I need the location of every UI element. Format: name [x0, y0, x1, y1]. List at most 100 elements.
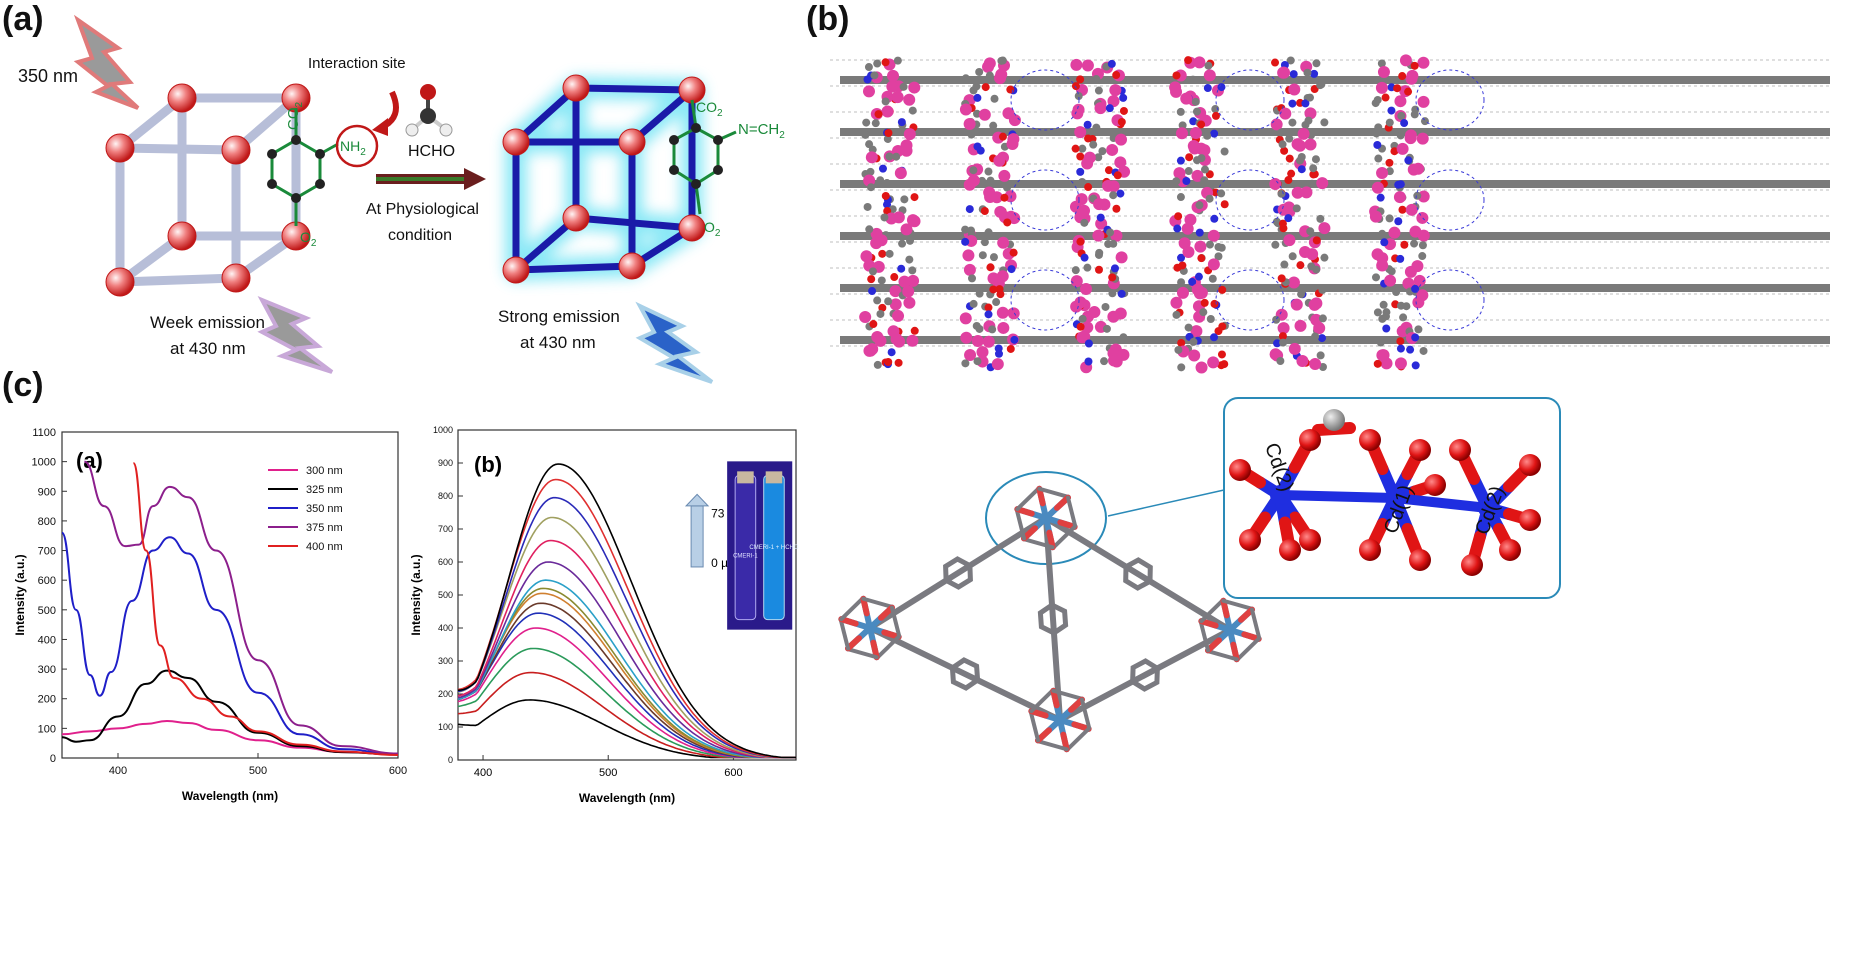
- y-tick-label: 1000: [32, 457, 56, 469]
- pore-outline: [1010, 69, 1080, 131]
- atom: [1418, 252, 1427, 261]
- atom: [1288, 252, 1297, 261]
- cage-bond: [1014, 508, 1026, 541]
- atom: [1283, 234, 1296, 247]
- atom: [883, 200, 892, 209]
- pore-outline: [1010, 169, 1080, 231]
- atom: [1200, 176, 1209, 185]
- atom: [864, 344, 877, 357]
- atom: [1205, 240, 1214, 249]
- atom: [1285, 134, 1294, 143]
- atom: [865, 140, 874, 149]
- atom: [968, 274, 977, 283]
- hcho-molecule-icon: [405, 84, 453, 137]
- atom: [1381, 93, 1390, 102]
- atom: [889, 298, 902, 311]
- atom: [1387, 267, 1396, 276]
- atom: [1311, 155, 1320, 164]
- atom: [873, 59, 882, 68]
- y-tick-label: 800: [38, 516, 56, 528]
- atom: [1312, 236, 1321, 245]
- atom: [885, 212, 898, 225]
- series-line: [457, 496, 796, 759]
- chart-panel-label: (b): [474, 452, 502, 477]
- atom: [1373, 140, 1382, 149]
- atom: [903, 296, 916, 309]
- atom: [981, 83, 990, 92]
- atom: [1305, 93, 1314, 102]
- atom: [959, 103, 972, 116]
- atom: [991, 358, 1004, 371]
- atom: [963, 263, 976, 276]
- cage-bond: [1066, 495, 1078, 528]
- atom: [1191, 283, 1204, 296]
- atom: [1273, 339, 1282, 348]
- atom: [1416, 132, 1429, 145]
- atom: [1288, 99, 1297, 108]
- legend-label: 375 nm: [306, 522, 343, 534]
- pore-outline: [1215, 269, 1285, 331]
- atom: [883, 134, 892, 143]
- atom: [1080, 218, 1089, 227]
- atom: [984, 228, 993, 237]
- imine-label: N=CH2: [738, 121, 785, 141]
- cage-bond: [1052, 524, 1077, 549]
- atom: [1417, 190, 1430, 203]
- atom: [1398, 205, 1407, 214]
- pore-outline: [1215, 169, 1285, 231]
- atom: [1182, 246, 1195, 259]
- cage-nodes-strong: [502, 74, 706, 284]
- atom: [1288, 83, 1301, 96]
- atom: [1373, 95, 1382, 104]
- atom: [978, 251, 987, 260]
- strong-emission-line-2: at 430 nm: [520, 333, 596, 352]
- atom: [1277, 322, 1290, 335]
- lightning-icon-strong: [635, 301, 714, 384]
- atom: [1116, 189, 1125, 198]
- atom: [1071, 82, 1080, 91]
- atom: [1411, 284, 1420, 293]
- atom: [870, 71, 879, 80]
- week-emission-line-2: at 430 nm: [170, 339, 246, 358]
- cage-bond: [1028, 710, 1040, 743]
- cage-nodes-weak: [105, 83, 311, 297]
- cage-bond: [1204, 637, 1222, 654]
- atom: [1394, 95, 1407, 108]
- atom: [1174, 212, 1183, 221]
- atom: [1092, 75, 1101, 84]
- oxygen-atom: [1449, 439, 1471, 461]
- atom: [1272, 315, 1281, 324]
- y-tick-label: 900: [438, 458, 453, 468]
- atom: [1394, 357, 1407, 370]
- atom: [1406, 345, 1415, 354]
- atom: [1071, 144, 1080, 153]
- cage-strong: [512, 84, 696, 274]
- atom: [1181, 222, 1194, 235]
- atom: [900, 223, 913, 236]
- atom: [874, 110, 883, 119]
- atom: [984, 303, 993, 312]
- x-tick-label: 600: [389, 765, 407, 777]
- atom: [1098, 147, 1107, 156]
- pore-outline: [1215, 69, 1285, 131]
- atom: [1096, 213, 1105, 222]
- atom: [1107, 354, 1120, 367]
- atom: [868, 287, 877, 296]
- atom: [1392, 287, 1401, 296]
- atom: [907, 274, 920, 287]
- legend-label: 325 nm: [306, 484, 343, 496]
- atom: [1107, 59, 1116, 68]
- cage-bond: [1199, 599, 1224, 624]
- atom: [1205, 194, 1214, 203]
- atom: [1080, 282, 1093, 295]
- atom: [973, 93, 982, 102]
- atom: [976, 346, 989, 359]
- series-line: [457, 579, 796, 759]
- crystal-packing-view: [830, 54, 1830, 374]
- legend-label: 400 nm: [306, 541, 343, 553]
- atom: [900, 144, 913, 157]
- cage-bond: [1029, 689, 1054, 714]
- atom: [1176, 156, 1185, 165]
- atom: [890, 273, 899, 282]
- y-tick-label: 1000: [433, 425, 453, 435]
